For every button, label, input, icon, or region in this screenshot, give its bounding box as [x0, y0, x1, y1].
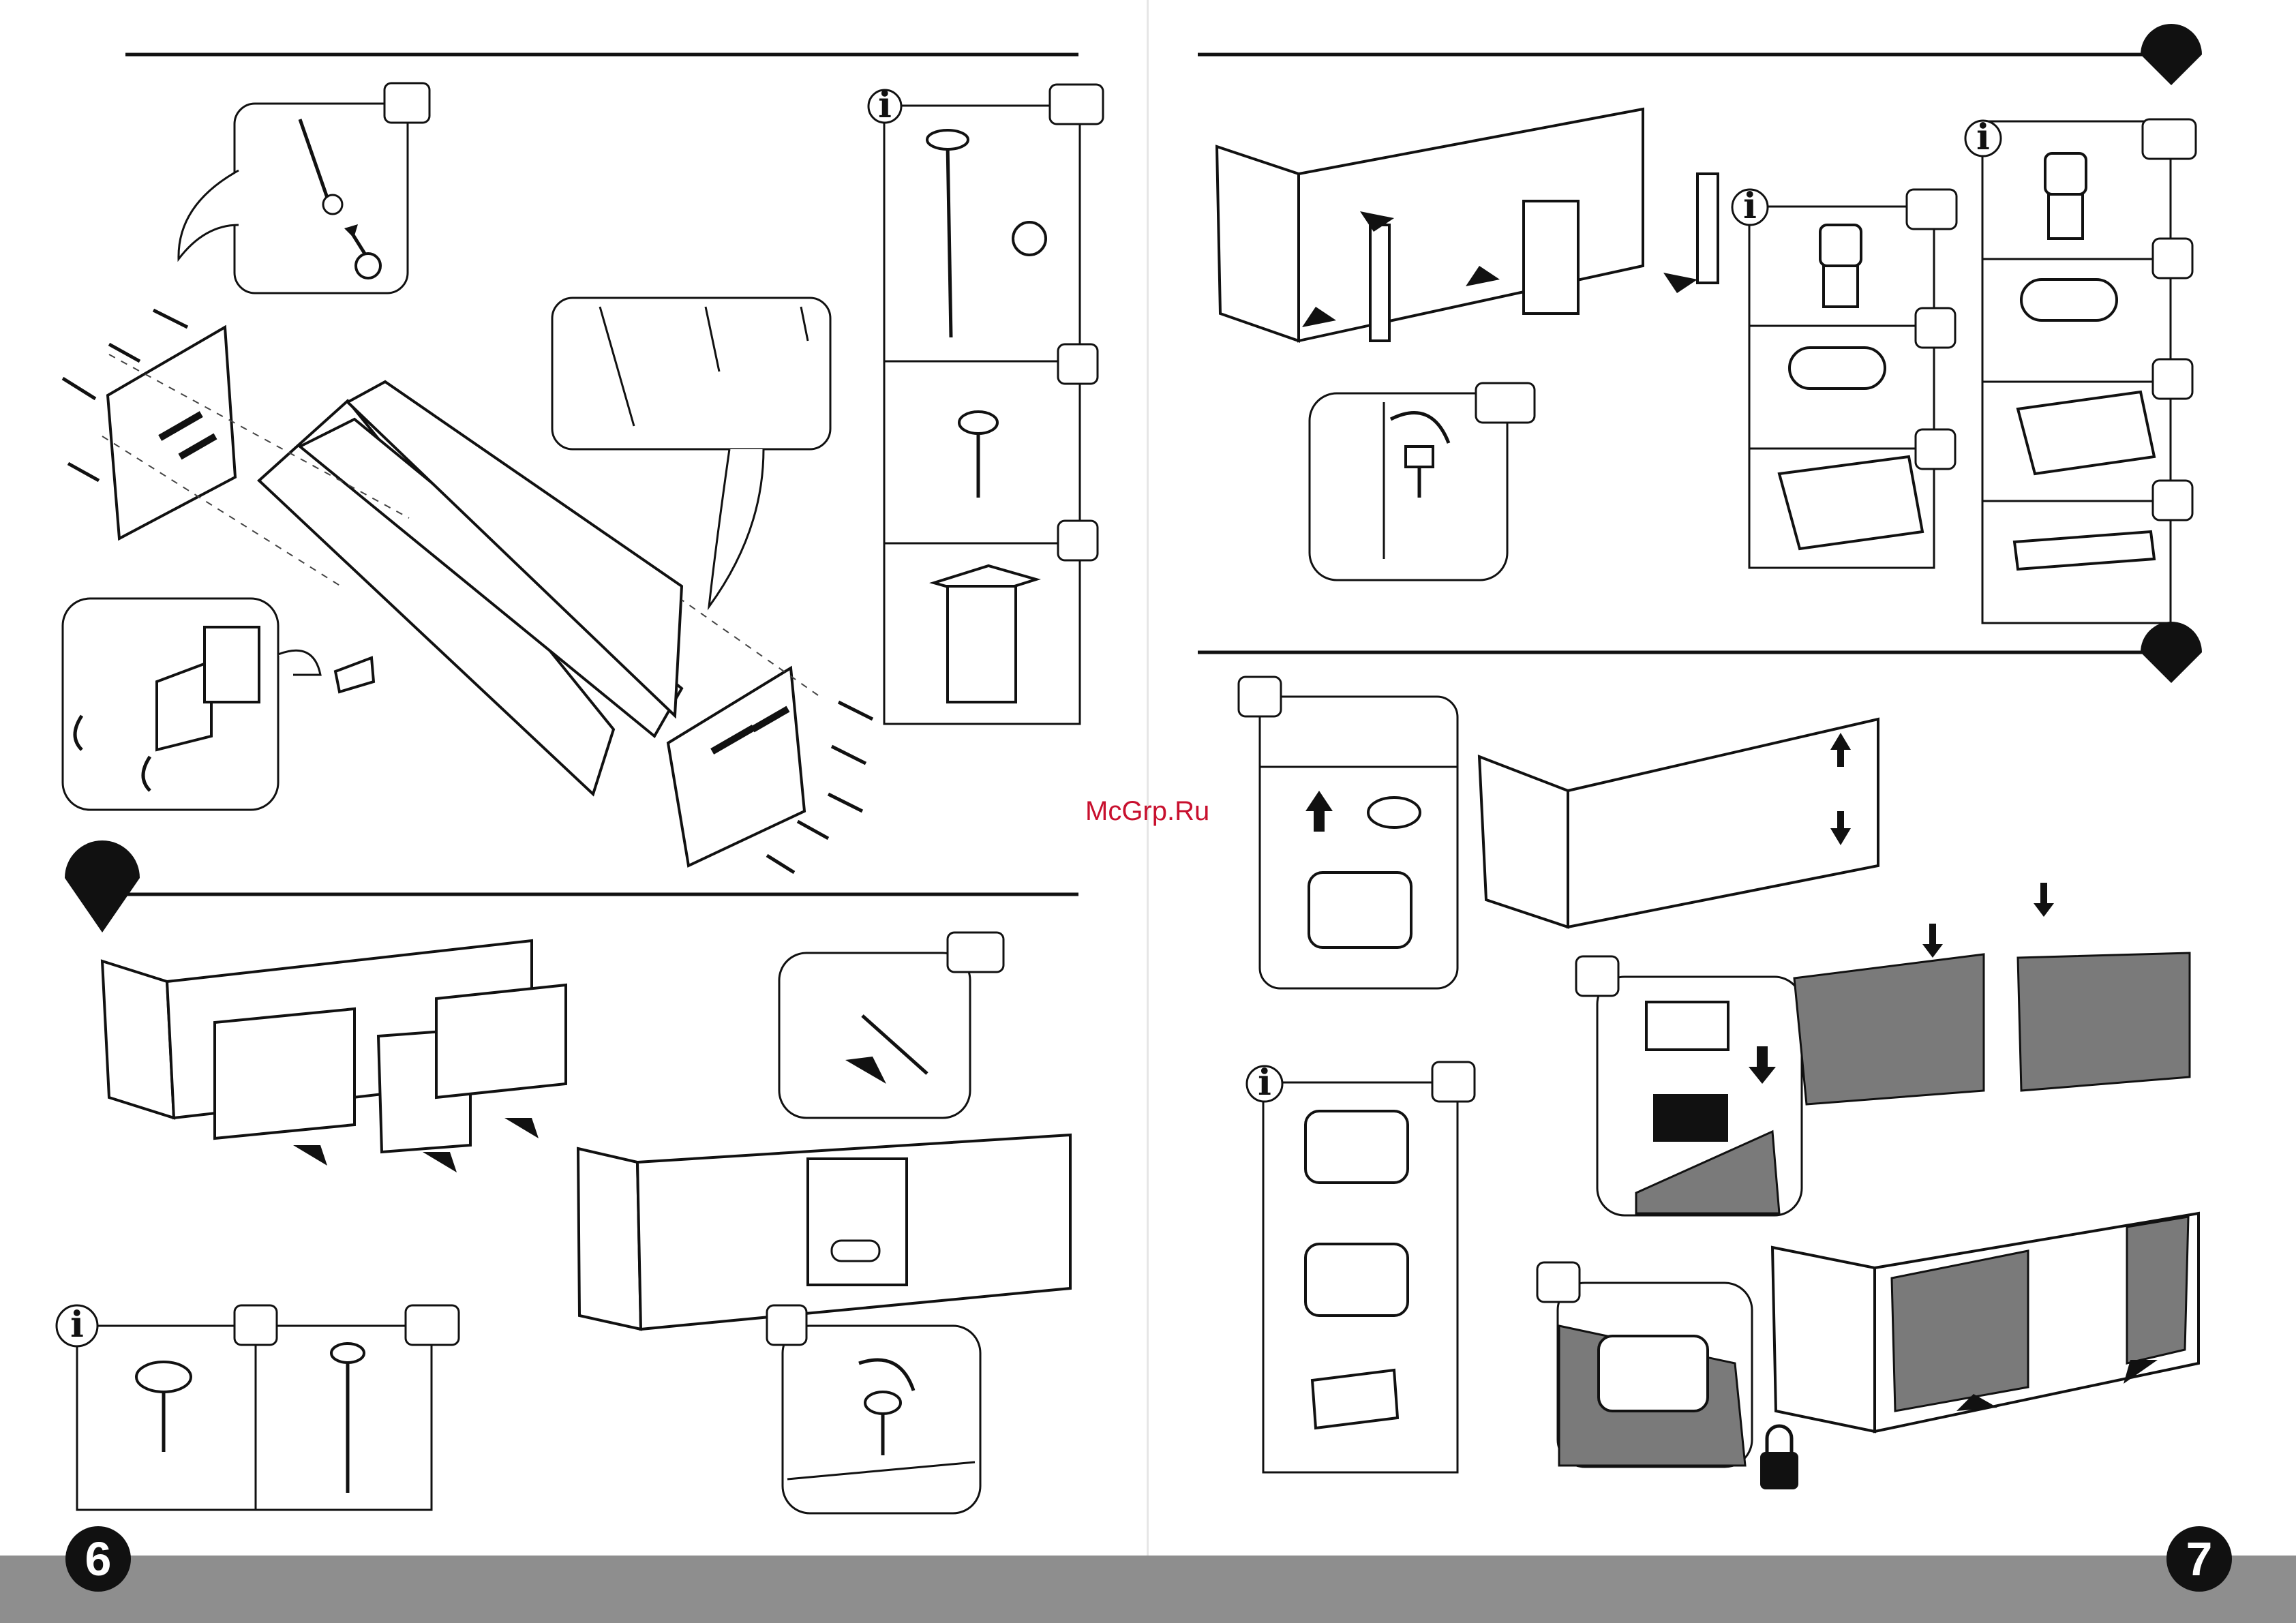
info-icon-glyph: i [70, 1304, 84, 1346]
arrow-icon [504, 1118, 539, 1138]
quantity-box [2153, 239, 2192, 278]
bolt-head-icon [2045, 153, 2086, 194]
glass-door-right [2018, 953, 2190, 1091]
section-marker-icon [65, 840, 140, 932]
hinge-icon [1305, 1244, 1408, 1316]
hinge-clamp-icon [1599, 1336, 1708, 1411]
quantity-box [1916, 308, 1955, 348]
cabinet-frame [1299, 109, 1643, 341]
ring-icon [2021, 279, 2117, 320]
info-panel-frame [77, 1326, 432, 1510]
arrow-icon [293, 1145, 327, 1166]
callout-pointer [179, 170, 239, 259]
cam-head-icon [356, 254, 380, 278]
arrow-icon [2034, 883, 2054, 917]
info-icon-glyph: i [1258, 1062, 1271, 1104]
callout-pointer [709, 449, 764, 607]
section-marker-icon [2141, 622, 2202, 683]
quantity-box [1058, 521, 1098, 560]
glass-pad-icon [1646, 1002, 1728, 1050]
quantity-box [1050, 85, 1103, 124]
info-icon-glyph: i [1976, 117, 1990, 158]
quantity-box [2143, 119, 2196, 159]
quantity-box [1058, 344, 1098, 384]
arrow-icon [423, 1152, 457, 1172]
glass-door-open [2127, 1217, 2188, 1363]
cabinet-leg [1370, 225, 1389, 341]
step-number-box [1576, 956, 1618, 996]
step-number-box [1537, 1262, 1580, 1302]
step-number-box [1476, 383, 1535, 423]
upright-panel [1697, 174, 1718, 283]
step-2-door-assembly: i [57, 840, 1078, 1513]
cabinet-frame [1568, 719, 1878, 927]
page-number-left: 6 [65, 1526, 131, 1592]
quantity-box [1907, 189, 1957, 229]
cabinet-side [1479, 757, 1568, 927]
leg-small-icon [335, 658, 374, 692]
callout-pointer [278, 650, 320, 675]
info-icon-glyph: i [878, 85, 892, 126]
door-panel-left [215, 1009, 354, 1138]
bracket-callout [552, 298, 830, 449]
padlock-icon [1760, 1452, 1798, 1489]
door-panel-right [436, 985, 566, 1097]
glass-pad-icon [1779, 457, 1922, 549]
step-4-glass-doors: i [1198, 622, 2202, 1489]
cabinet-side [1217, 147, 1299, 341]
info-icon-glyph: i [1743, 185, 1757, 227]
nail-callout [779, 953, 970, 1118]
cabinet-side [1772, 1247, 1875, 1431]
glass-pad-rubber-icon [1653, 1094, 1728, 1142]
arrow-icon [1663, 273, 1697, 293]
section-marker-icon [2141, 24, 2202, 85]
back-center-panel [808, 1159, 907, 1285]
arrow-icon [1922, 924, 1943, 958]
ring-icon [1789, 348, 1885, 389]
bolt-head-icon [1820, 225, 1861, 266]
step-number-box [1239, 677, 1281, 716]
quantity-box [2153, 481, 2192, 520]
quantity-box [235, 1305, 277, 1345]
page-number-right: 7 [2166, 1526, 2232, 1592]
quantity-box [1432, 1062, 1475, 1102]
step-number-box [948, 932, 1003, 972]
right-side-panel [668, 668, 804, 866]
hinge-clamp-icon [1309, 873, 1411, 947]
step-number-box [384, 83, 429, 123]
leg-body-icon [948, 586, 1016, 702]
cabinet-side [102, 961, 174, 1118]
quantity-box [1916, 429, 1955, 469]
glass-door-installed [1892, 1251, 2028, 1411]
glass-pad-icon [1312, 1370, 1398, 1428]
quantity-box [2153, 359, 2192, 399]
glass-door-left [1794, 954, 1984, 1104]
rear-panel [1524, 201, 1578, 314]
cam-lock-icon [1013, 222, 1046, 255]
quantity-box [406, 1305, 459, 1345]
step-number-box [767, 1305, 806, 1345]
cabinet-side [578, 1149, 641, 1329]
watermark-text: McGrp.Ru [1085, 796, 1209, 827]
hinge-icon [1305, 1111, 1408, 1183]
hardware-info-panel-1: i [868, 85, 1103, 724]
leg-plate-icon [205, 627, 259, 702]
step-3-frame-assembly: ii [1198, 24, 2202, 623]
